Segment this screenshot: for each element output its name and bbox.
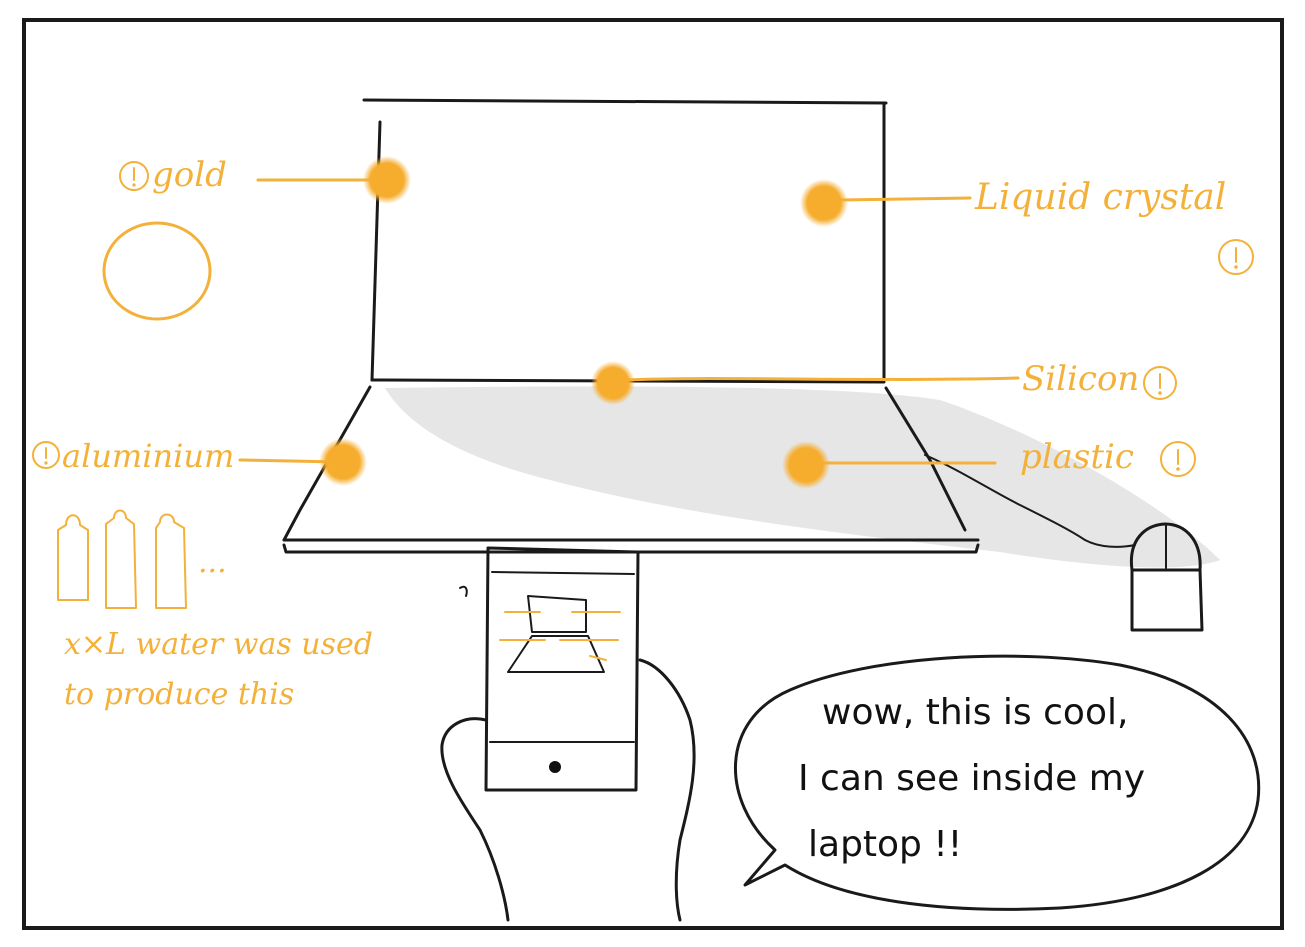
silicon-leader-line [626,376,1020,382]
liquid-crystal-label: Liquid crystal [975,177,1227,218]
liquid-crystal-leader-line [838,196,972,202]
speech-line-2: I can see inside my [798,758,1146,799]
aluminium-label: aluminium [62,437,235,475]
liquid-crystal-info-icon[interactable] [1218,239,1254,275]
speech-bubble [734,654,1261,911]
panel-frame [22,18,1284,930]
gold-info-icon[interactable] [119,161,149,191]
mouse [1129,522,1204,632]
plastic-info-icon[interactable] [1160,441,1196,477]
hand-right-edge [638,658,696,922]
phone-screen-laptop [499,595,621,673]
mouse-cable [924,454,1136,548]
plastic-hotspot[interactable] [782,441,830,489]
water-caption-line-2: to produce this [64,677,295,712]
speech-line-3: laptop !! [808,824,963,865]
phone-home-button [549,761,561,773]
phone [459,546,640,792]
aluminium-info-icon[interactable] [32,441,60,469]
gold-label: gold [152,155,227,195]
aluminium-hotspot[interactable] [319,438,367,486]
silicon-info-icon[interactable] [1143,366,1177,400]
liquid-crystal-hotspot[interactable] [800,179,848,227]
bottles-ellipsis: ... [198,545,227,580]
silicon-label: Silicon [1022,359,1140,399]
gold-coin-icon [102,221,212,321]
speech-line-1: wow, this is cool, [822,692,1129,733]
laptop-screen [362,98,888,382]
gold-hotspot[interactable] [363,156,411,204]
silicon-hotspot[interactable] [591,361,635,405]
plastic-label: plastic [1020,437,1134,477]
water-bottles-icon [57,509,187,609]
water-caption-line-1: x×L water was used [64,627,373,662]
hand-left-edge [440,717,510,922]
